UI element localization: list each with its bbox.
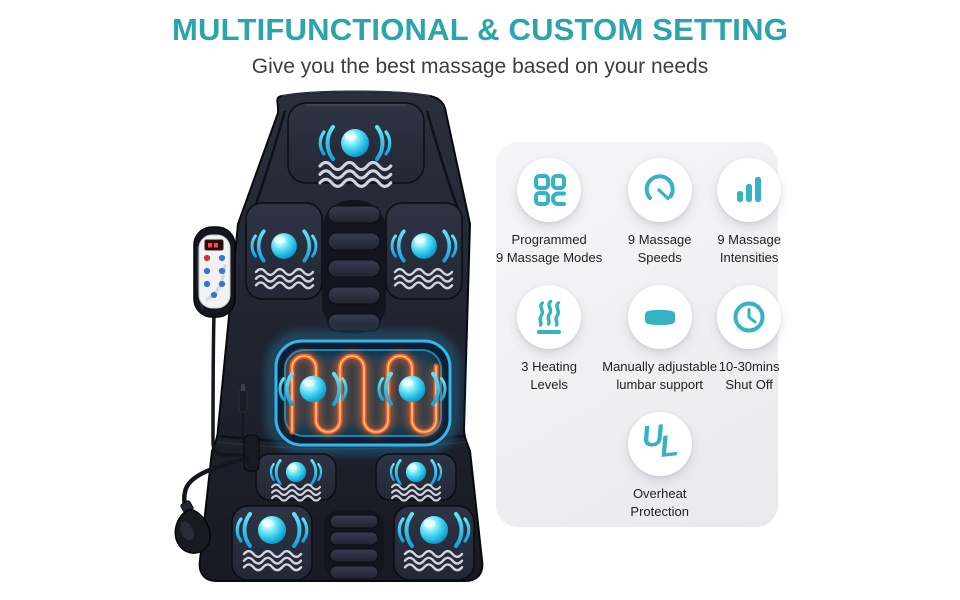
massage-cushion-svg xyxy=(174,90,484,582)
massage-cushion-illustration xyxy=(158,86,498,598)
header: MULTIFUNCTIONAL & CUSTOM SETTING Give yo… xyxy=(0,12,960,79)
clock-icon xyxy=(717,285,782,349)
remote-control xyxy=(193,226,236,318)
seat-massage-panels-lower xyxy=(231,505,475,581)
modes-grid-icon xyxy=(517,158,582,222)
ul-certification-icon: U L xyxy=(627,412,692,476)
speedometer-icon xyxy=(627,158,692,222)
remote-buttons xyxy=(203,254,226,299)
intensity-bars-icon xyxy=(717,158,782,222)
seat-cushion-pills xyxy=(324,510,384,580)
remote-display xyxy=(204,239,224,251)
vibration-waves-icon xyxy=(320,162,391,186)
heat-waves-icon xyxy=(517,285,582,349)
cable-port xyxy=(243,434,260,472)
lumbar-cushion-icon xyxy=(627,285,692,349)
page-title: MULTIFUNCTIONAL & CUSTOM SETTING xyxy=(171,12,789,47)
seat-massage-panels-upper xyxy=(255,453,457,501)
page-subtitle: Give you the best massage based on your … xyxy=(251,55,709,78)
power-plug-icon xyxy=(238,384,248,413)
spine-cushion-pills xyxy=(322,200,386,334)
cables xyxy=(211,313,260,472)
headrest-section xyxy=(287,102,425,186)
lumbar-heating-panel xyxy=(267,332,459,454)
air-pump-bulb xyxy=(174,455,251,554)
ul-logo: U L xyxy=(639,418,680,464)
back-massage-panels xyxy=(245,202,463,300)
